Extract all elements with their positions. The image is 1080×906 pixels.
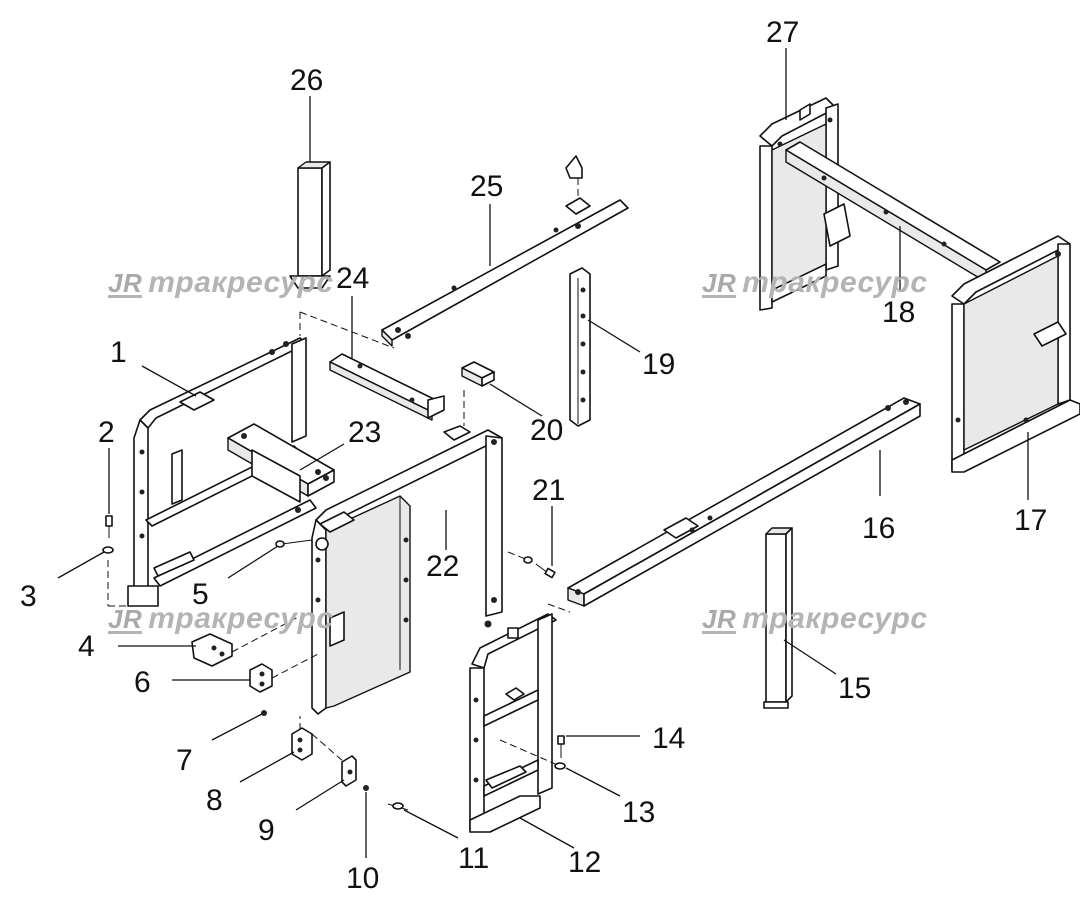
part-15-post — [763, 527, 793, 709]
callout-19: 19 — [642, 348, 675, 381]
part-23-block — [227, 423, 335, 503]
part-25-bar — [381, 155, 629, 347]
watermark-logo-icon: ЈR — [108, 604, 143, 634]
callout-21: 21 — [532, 474, 565, 507]
callout-16: 16 — [862, 512, 895, 545]
callout-26: 26 — [290, 64, 323, 97]
callout-12: 12 — [568, 846, 601, 879]
watermark-logo-icon: ЈR — [108, 268, 143, 298]
callout-8: 8 — [206, 784, 223, 817]
part-1-left-frame — [127, 337, 317, 607]
assembly-lines — [107, 178, 579, 767]
callout-27: 27 — [766, 16, 799, 49]
callout-6: 6 — [134, 666, 151, 699]
callout-14: 14 — [652, 722, 685, 755]
leader-lines — [57, 48, 1029, 858]
part-17-right-frame — [951, 235, 1080, 473]
part-24-angle-bar — [329, 353, 445, 421]
part-16-long-bar — [567, 397, 921, 607]
callout-18: 18 — [882, 296, 915, 329]
callout-4: 4 — [78, 630, 95, 663]
callout-13: 13 — [622, 796, 655, 829]
watermark-logo-icon: ЈR — [702, 268, 737, 298]
watermark-logo-icon: ЈR — [702, 604, 737, 634]
fasteners-left — [102, 515, 409, 811]
part-26-post — [289, 161, 331, 289]
callout-5: 5 — [192, 578, 209, 611]
callout-17: 17 — [1014, 504, 1047, 537]
part-22-central-frame — [311, 425, 503, 715]
callout-10: 10 — [346, 862, 379, 895]
fasteners-right — [523, 556, 566, 770]
callout-11: 11 — [458, 842, 489, 875]
callout-2: 2 — [98, 416, 115, 449]
part-12-lower-frame — [469, 613, 557, 833]
callout-1: 1 — [110, 336, 127, 369]
callout-23: 23 — [348, 416, 381, 449]
callout-labels: 1 2 3 4 5 6 7 8 9 10 11 12 13 14 15 16 1… — [20, 16, 1047, 895]
callout-7: 7 — [176, 744, 193, 777]
part-20-block — [461, 361, 495, 387]
callout-20: 20 — [530, 414, 563, 447]
callout-22: 22 — [426, 550, 459, 583]
part-19-bracket — [569, 267, 591, 427]
callout-25: 25 — [470, 170, 503, 203]
callout-24: 24 — [336, 262, 369, 295]
callout-3: 3 — [20, 580, 37, 613]
callout-15: 15 — [838, 672, 871, 705]
callout-9: 9 — [258, 814, 275, 847]
